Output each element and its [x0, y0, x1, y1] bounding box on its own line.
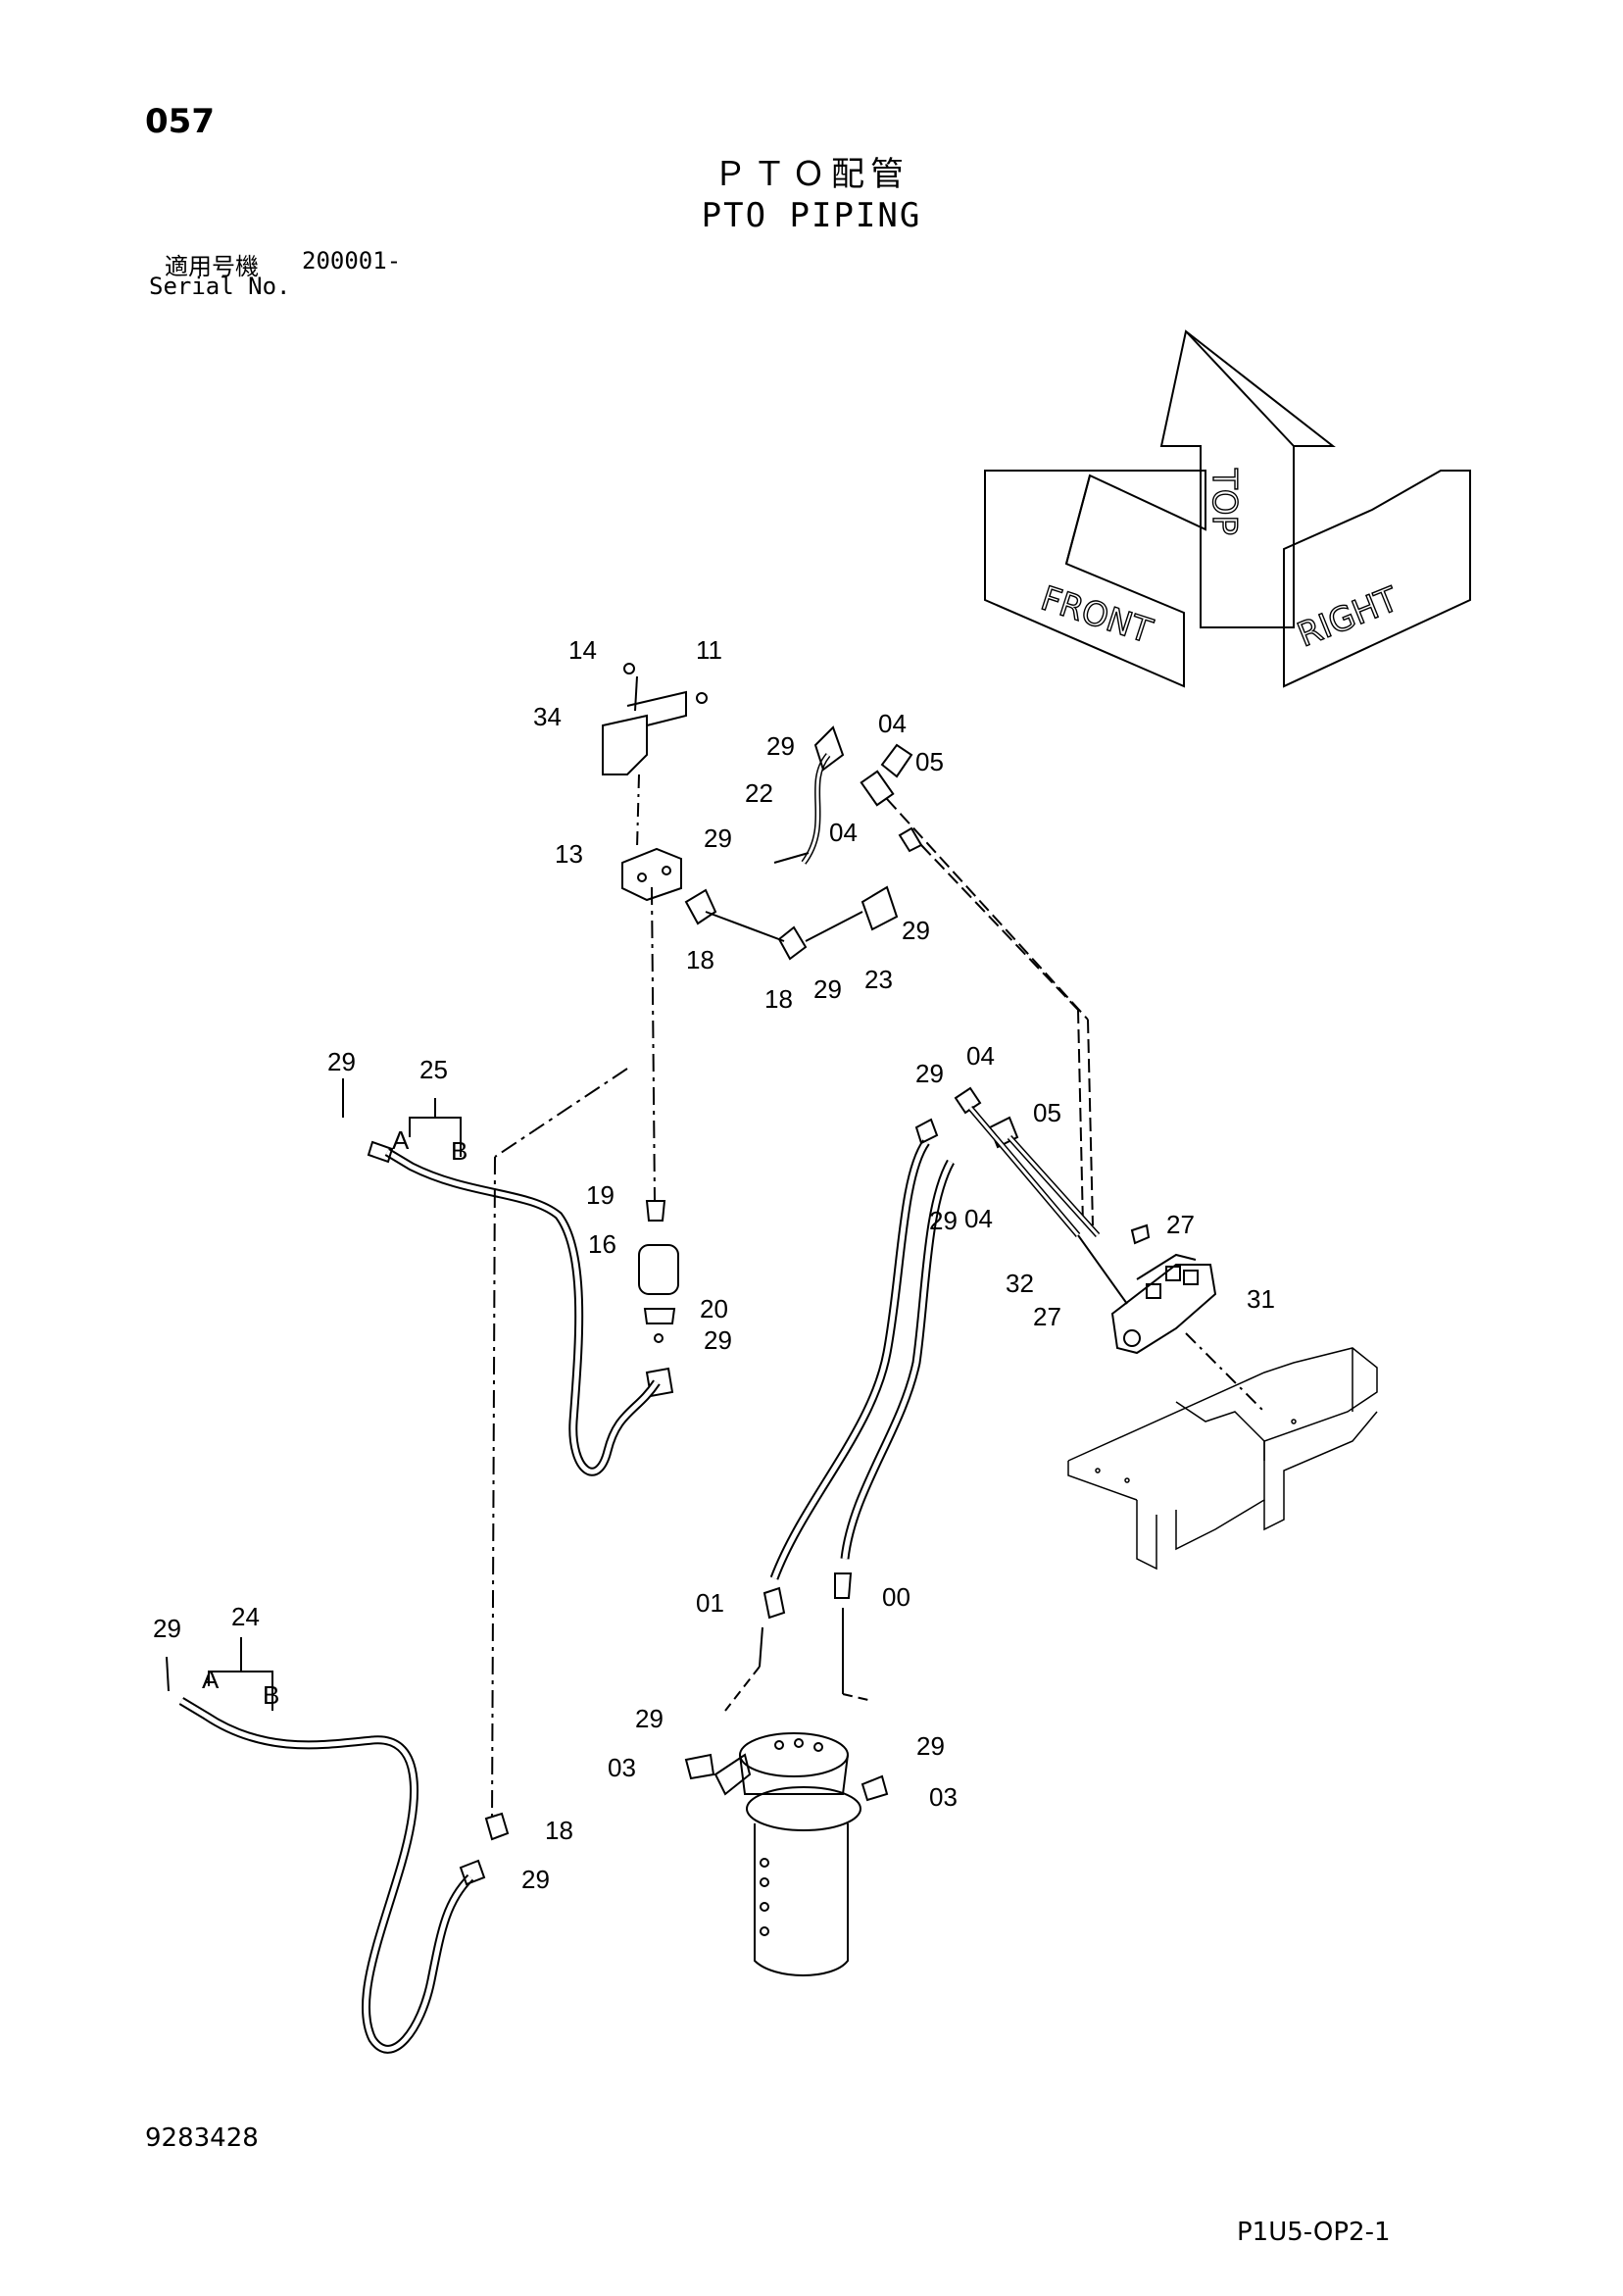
front-label: FRONT	[1036, 579, 1156, 652]
callout-22: 22	[745, 778, 773, 808]
callout-29-v: 29	[915, 1059, 944, 1088]
callout-29-f: 29	[635, 1704, 664, 1733]
callout-27-a: 27	[1166, 1210, 1195, 1239]
upper-hoses	[684, 725, 1094, 1226]
valve-assembly	[914, 1086, 1265, 1413]
callout-24-a: A	[202, 1665, 220, 1694]
bracket-assembly	[602, 663, 708, 902]
mounting-frame	[1067, 1347, 1378, 1571]
callout-29-i: 29	[521, 1865, 550, 1894]
front-arrow	[984, 470, 1206, 688]
right-label: RIGHT	[1292, 579, 1403, 655]
callout-00: 00	[882, 1582, 910, 1612]
callout-04-v2: 04	[964, 1204, 993, 1233]
title-english: PTO PIPING	[701, 196, 922, 235]
hose-24	[166, 1637, 510, 2054]
title-japanese: ＰＴＯ配管	[713, 155, 910, 194]
orientation-indicator: FRONT TOP RIGHT	[984, 329, 1471, 688]
callout-04-mid: 04	[829, 818, 858, 847]
callout-29-v2: 29	[929, 1206, 958, 1235]
callout-05-v: 05	[1033, 1098, 1061, 1127]
callout-03-a: 03	[608, 1753, 636, 1782]
serial-label-english: Serial No.	[149, 273, 291, 300]
callout-03-b: 03	[929, 1782, 958, 1812]
callout-29-e: 29	[704, 1325, 732, 1355]
top-label: TOP	[1205, 468, 1244, 535]
callout-18-a: 18	[686, 945, 714, 974]
swivel-joint	[684, 1732, 889, 1976]
callout-23: 23	[864, 965, 893, 994]
callout-24-b: B	[263, 1680, 279, 1710]
callout-04-top: 04	[878, 709, 907, 738]
page-number: 057	[145, 102, 215, 141]
serial-label-japanese: 適用号機	[165, 253, 259, 280]
callout-31: 31	[1247, 1284, 1275, 1314]
callout-25-a: A	[392, 1125, 410, 1155]
callout-27-b: 27	[1033, 1302, 1061, 1331]
callout-34: 34	[533, 702, 562, 731]
sheet-code: P1U5-OP2-1	[1237, 2218, 1391, 2247]
main-hoses	[724, 1139, 955, 1712]
callout-18-c: 18	[545, 1816, 573, 1845]
right-arrow	[1283, 470, 1471, 688]
callout-25-b: B	[451, 1136, 467, 1166]
callout-18-b: 18	[764, 984, 793, 1014]
top-arrow	[1159, 329, 1336, 628]
callout-29-g: 29	[916, 1731, 945, 1761]
callout-29-h: 29	[153, 1614, 181, 1643]
callout-16: 16	[588, 1229, 616, 1259]
callout-32: 32	[1006, 1269, 1034, 1298]
hose-25	[342, 1068, 661, 1824]
drawing-number: 9283428	[145, 2123, 259, 2153]
callout-14: 14	[568, 635, 597, 665]
callout-04-v1: 04	[966, 1041, 995, 1071]
callout-29-b: 29	[704, 824, 732, 853]
callout-19: 19	[586, 1180, 615, 1210]
serial-value: 200001-	[302, 247, 402, 275]
callout-11: 11	[696, 635, 722, 665]
callout-20: 20	[700, 1294, 728, 1323]
callout-29-left: 29	[327, 1047, 356, 1076]
callout-24: 24	[231, 1602, 260, 1631]
callout-01: 01	[696, 1588, 724, 1618]
center-components	[638, 886, 679, 1398]
callout-29-d: 29	[813, 974, 842, 1004]
callout-25: 25	[419, 1055, 448, 1084]
callout-29-top: 29	[766, 731, 795, 761]
callout-29-c: 29	[902, 916, 930, 945]
callout-13: 13	[555, 839, 583, 869]
callout-05-top: 05	[915, 747, 944, 776]
